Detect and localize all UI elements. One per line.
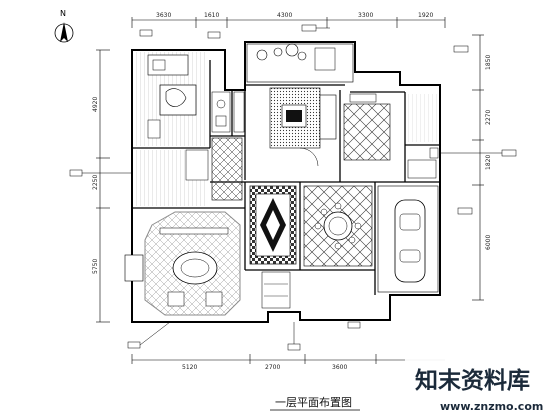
bathroom-top <box>211 91 245 133</box>
right-dim-4: 6000 <box>485 235 492 250</box>
dining-room <box>303 185 373 267</box>
plan-title: 一层平面布置图 <box>275 396 352 409</box>
bedroom-top-left <box>134 52 208 146</box>
entry-steps <box>261 271 291 309</box>
annotation-tags <box>69 24 517 351</box>
top-dim-3: 4300 <box>277 12 292 19</box>
right-dim-3: 1820 <box>485 155 492 170</box>
watermark-brand: 知末资料库 <box>415 367 530 394</box>
outer-walls <box>131 41 441 323</box>
left-dimension-line: 4920 2250 5750 <box>92 49 110 323</box>
watermark: 知末资料库 www.znzmo.com <box>405 357 560 420</box>
north-arrow-icon: N <box>54 9 74 43</box>
left-dim-1: 4920 <box>92 97 99 112</box>
top-dimension-line: 3630 1610 4300 3300 1920 <box>131 12 446 28</box>
bottom-dimension-line: 5120 2700 3600 <box>131 354 445 371</box>
top-dim-4: 3300 <box>358 12 373 19</box>
watermark-url: www.znzmo.com <box>440 400 543 413</box>
left-dim-3: 5750 <box>92 259 99 274</box>
kitchen <box>343 93 391 161</box>
top-dim-1: 3630 <box>156 12 171 19</box>
living-room <box>269 87 337 167</box>
terrace-top <box>246 43 354 83</box>
bottom-dim-3: 3600 <box>332 364 347 371</box>
stair-corridor <box>211 137 243 201</box>
utility-room <box>407 94 439 179</box>
right-dimension-line: 1850 2270 1820 6000 <box>472 34 492 301</box>
hallway-left <box>134 149 209 206</box>
left-dim-2: 2250 <box>92 175 99 190</box>
foyer <box>249 185 297 265</box>
drawing-title: 一层平面布置图 <box>270 396 360 411</box>
garage <box>377 185 439 293</box>
north-label: N <box>60 9 66 18</box>
bottom-dim-2: 2700 <box>265 364 280 371</box>
right-dim-1: 1850 <box>485 55 492 70</box>
top-dim-2: 1610 <box>204 12 219 19</box>
octagon-lounge <box>124 211 241 316</box>
bottom-dim-1: 5120 <box>182 364 197 371</box>
top-dim-5: 1920 <box>418 12 433 19</box>
right-dim-2: 2270 <box>485 110 492 125</box>
